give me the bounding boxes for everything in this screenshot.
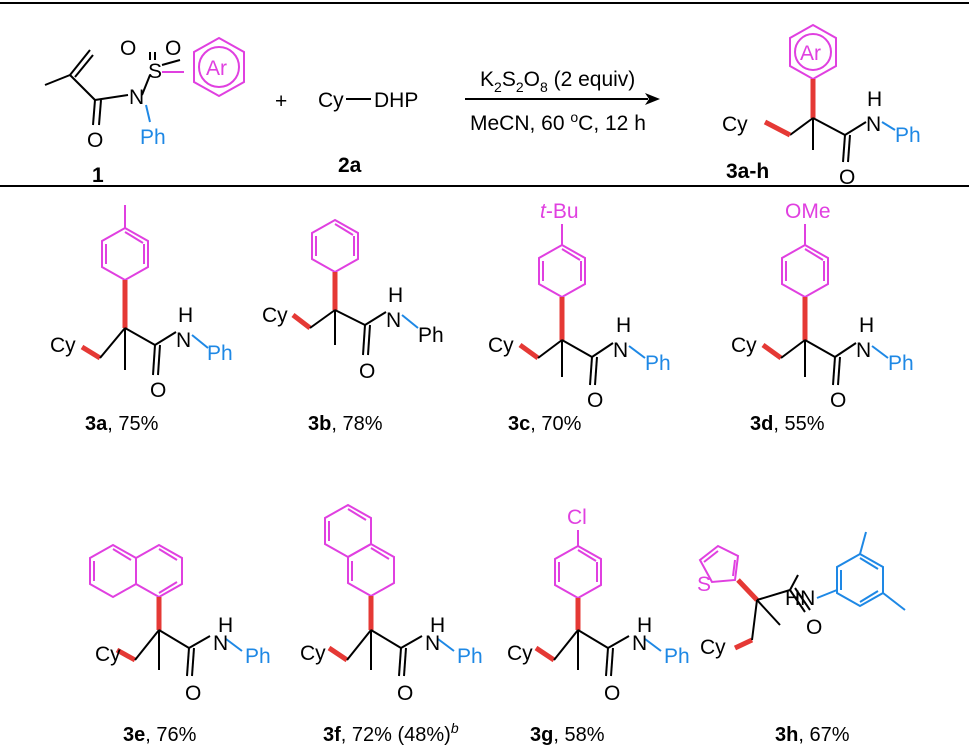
svg-text:H: H (218, 614, 233, 637)
svg-text:O: O (397, 682, 413, 705)
reagent-2a-label: 2a (338, 154, 362, 177)
reagent-1-o-sulfonyl-b: O (165, 37, 181, 60)
reagent-1-s: S (148, 60, 162, 83)
svg-text:N: N (613, 339, 628, 362)
svg-text:N: N (386, 309, 401, 332)
svg-text:H: H (637, 614, 652, 637)
svg-text:Cy: Cy (731, 334, 757, 357)
svg-text:Cy: Cy (95, 643, 121, 666)
svg-text:H: H (616, 314, 631, 337)
product-label: 3a-h (726, 160, 769, 183)
svg-text:Cy: Cy (50, 334, 76, 357)
compound-3c-caption: 3c, 70% (508, 413, 582, 435)
svg-text:H: H (859, 314, 874, 337)
svg-text:O: O (604, 682, 620, 705)
svg-text:Cy: Cy (488, 334, 514, 357)
svg-text:O: O (830, 389, 846, 412)
svg-text:H: H (388, 284, 403, 307)
svg-text:N: N (632, 632, 647, 655)
reagent-2a-cy: Cy (318, 89, 344, 112)
reagent-1-label: 1 (92, 164, 104, 187)
compound-3d-structure: OMe Cy H N O Ph (731, 200, 914, 412)
reagent-1-ar-label: Ar (206, 57, 227, 80)
product-backbone (789, 117, 896, 163)
product-o: O (839, 166, 855, 189)
svg-text:N: N (176, 329, 191, 352)
svg-text:O: O (185, 682, 201, 705)
compound-3c-structure: t-Bu Cy H N O Ph (488, 200, 671, 412)
svg-text:H: H (430, 614, 445, 637)
svg-text:Cy: Cy (700, 636, 726, 659)
svg-text:S: S (697, 573, 711, 596)
compound-3d-caption: 3d, 55% (750, 413, 825, 435)
svg-text:Ph: Ph (418, 324, 444, 347)
reagent-1-ph: Ph (140, 126, 166, 149)
compound-3f-caption: 3f, 72% (48%)b (323, 720, 459, 746)
svg-text:Cl: Cl (567, 506, 587, 529)
compound-3g-caption: 3g, 58% (530, 724, 605, 746)
compound-3b-structure: Cy H N O Ph (262, 218, 444, 383)
svg-text:H: H (178, 304, 193, 327)
svg-text:Ph: Ph (207, 342, 233, 365)
reagent-1-n: N (129, 86, 144, 109)
svg-text:O: O (359, 360, 375, 383)
svg-text:OMe: OMe (785, 200, 831, 223)
product-cy: Cy (722, 113, 748, 136)
reagent-1-structure (44, 49, 184, 126)
svg-text:N: N (213, 632, 228, 655)
product-n: N (866, 113, 881, 136)
svg-text:N: N (856, 339, 871, 362)
reagent-1-o-carbonyl: O (87, 129, 103, 152)
compound-3f-structure: Cy H N O Ph (300, 503, 483, 705)
reagent-1-o-sulfonyl-a: O (120, 37, 136, 60)
compound-3h-caption: 3h, 67% (775, 724, 850, 746)
svg-text:O: O (150, 379, 166, 402)
svg-text:Ph: Ph (245, 645, 271, 668)
product-new-bond-cy (763, 119, 792, 138)
compound-3a-structure: Cy H N O Ph (50, 205, 233, 402)
reagent-1-aryl-ring (193, 36, 245, 98)
conditions-line-2: MeCN, 60 oC, 12 h (470, 109, 646, 135)
product-ph: Ph (895, 124, 921, 147)
compound-3b-caption: 3b, 78% (308, 413, 383, 435)
svg-text:Ph: Ph (888, 352, 914, 375)
svg-text:O: O (806, 616, 822, 639)
svg-text:Ph: Ph (457, 645, 483, 668)
svg-text:Cy: Cy (507, 642, 533, 665)
svg-text:N: N (425, 632, 440, 655)
svg-text:Ph: Ph (664, 645, 690, 668)
svg-text:Cy: Cy (262, 304, 288, 327)
product-h: H (867, 88, 882, 111)
plus-sign: + (275, 90, 287, 113)
reaction-arrowhead (645, 93, 660, 105)
svg-text:t-Bu: t-Bu (540, 200, 579, 223)
compound-3e-caption: 3e, 76% (123, 724, 197, 746)
compound-3h-structure: S HN O Cy (697, 531, 906, 659)
compound-3e-structure: Cy H N O Ph (89, 543, 271, 705)
compound-3a-caption: 3a, 75% (85, 413, 159, 435)
compound-3g-structure: Cl Cy H N O Ph (507, 506, 690, 705)
conditions-line-1: K2S2O8 (2 equiv) (480, 68, 635, 95)
svg-text:Ph: Ph (645, 352, 671, 375)
svg-text:Cy: Cy (300, 642, 326, 665)
reagent-2a-dhp: DHP (374, 89, 418, 112)
svg-text:HN: HN (785, 587, 815, 610)
product-ar-label: Ar (800, 42, 821, 65)
svg-text:O: O (587, 389, 603, 412)
